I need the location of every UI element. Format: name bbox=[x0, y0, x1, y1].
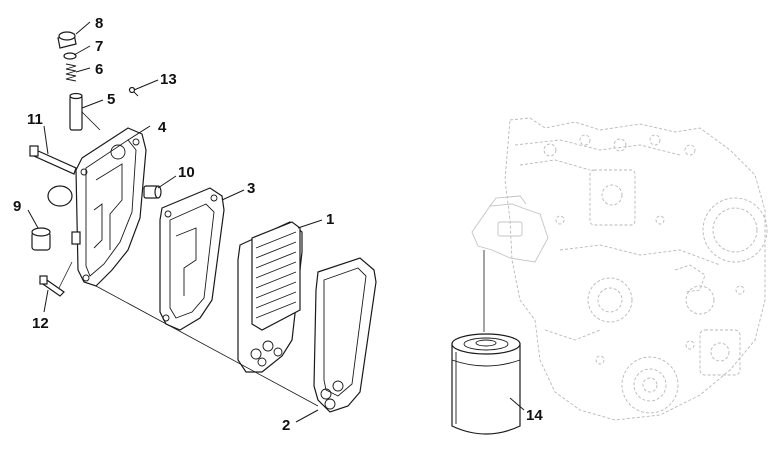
relief-valve-spring bbox=[65, 63, 77, 82]
oil-module-housing bbox=[47, 127, 147, 287]
engine-block-outline bbox=[504, 117, 768, 421]
callout-14: 14 bbox=[526, 407, 543, 424]
plug-9 bbox=[31, 227, 51, 251]
callout-1: 1 bbox=[326, 211, 334, 228]
callout-13: 13 bbox=[160, 71, 177, 88]
callout-12: 12 bbox=[32, 315, 49, 332]
callout-8: 8 bbox=[95, 15, 103, 32]
assembly-lines bbox=[57, 109, 319, 407]
relief-valve-cap bbox=[57, 31, 77, 49]
relief-valve-oring bbox=[63, 52, 77, 60]
gasket-3 bbox=[159, 187, 225, 331]
bolt-12 bbox=[39, 275, 65, 297]
gasket-2 bbox=[313, 257, 377, 413]
plug-10 bbox=[143, 185, 162, 199]
callout-5: 5 bbox=[107, 91, 115, 108]
callout-6: 6 bbox=[95, 61, 103, 78]
callout-4: 4 bbox=[158, 119, 167, 136]
callout-2: 2 bbox=[282, 417, 290, 434]
screw-13 bbox=[128, 86, 139, 97]
callout-10: 10 bbox=[178, 164, 195, 181]
bolt-11 bbox=[29, 145, 77, 175]
relief-valve-plunger bbox=[69, 92, 83, 131]
callout-7: 7 bbox=[95, 38, 103, 55]
oil-cooler-core bbox=[251, 221, 301, 331]
callout-11: 11 bbox=[27, 111, 43, 128]
callout-labels: 8 7 6 5 13 4 11 10 3 9 1 12 2 14 bbox=[13, 15, 543, 434]
oil-filter-cartridge bbox=[451, 333, 521, 435]
filter-head-bracket bbox=[471, 195, 549, 263]
callout-3: 3 bbox=[247, 180, 255, 197]
leader-lines bbox=[27, 21, 525, 423]
callout-9: 9 bbox=[13, 198, 21, 215]
